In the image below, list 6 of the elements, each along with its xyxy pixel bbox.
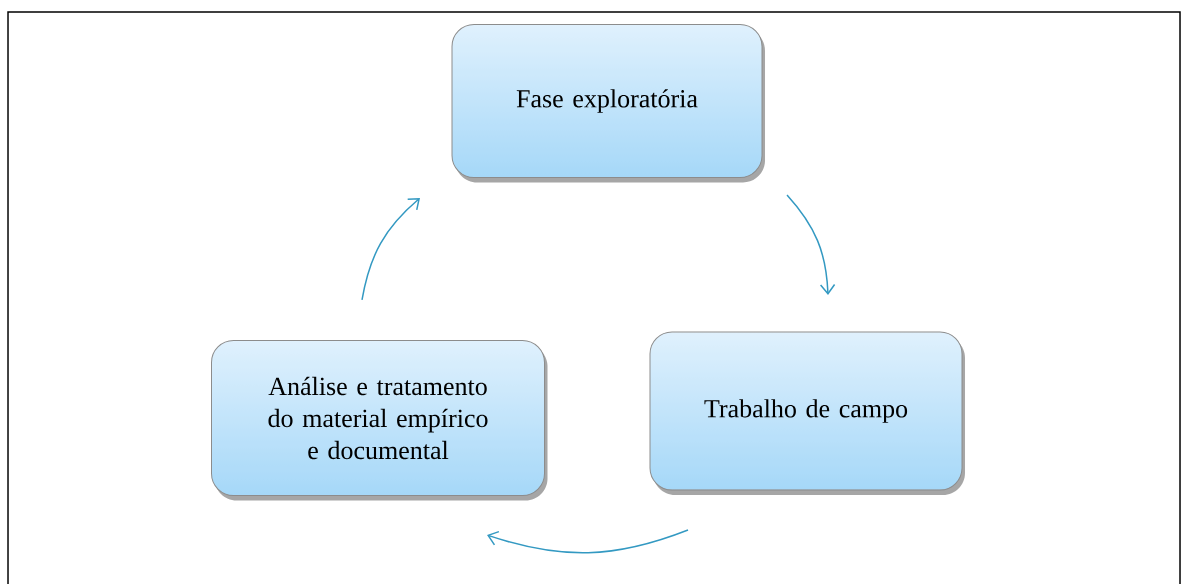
arrow <box>361 198 420 301</box>
process-box: Fase exploratória <box>451 24 765 183</box>
process-box: Trabalho de campo <box>649 331 965 495</box>
arrow <box>487 529 689 554</box>
process-box: Análise e tratamento do material empírico e documental <box>211 340 548 501</box>
arrow <box>786 194 836 295</box>
